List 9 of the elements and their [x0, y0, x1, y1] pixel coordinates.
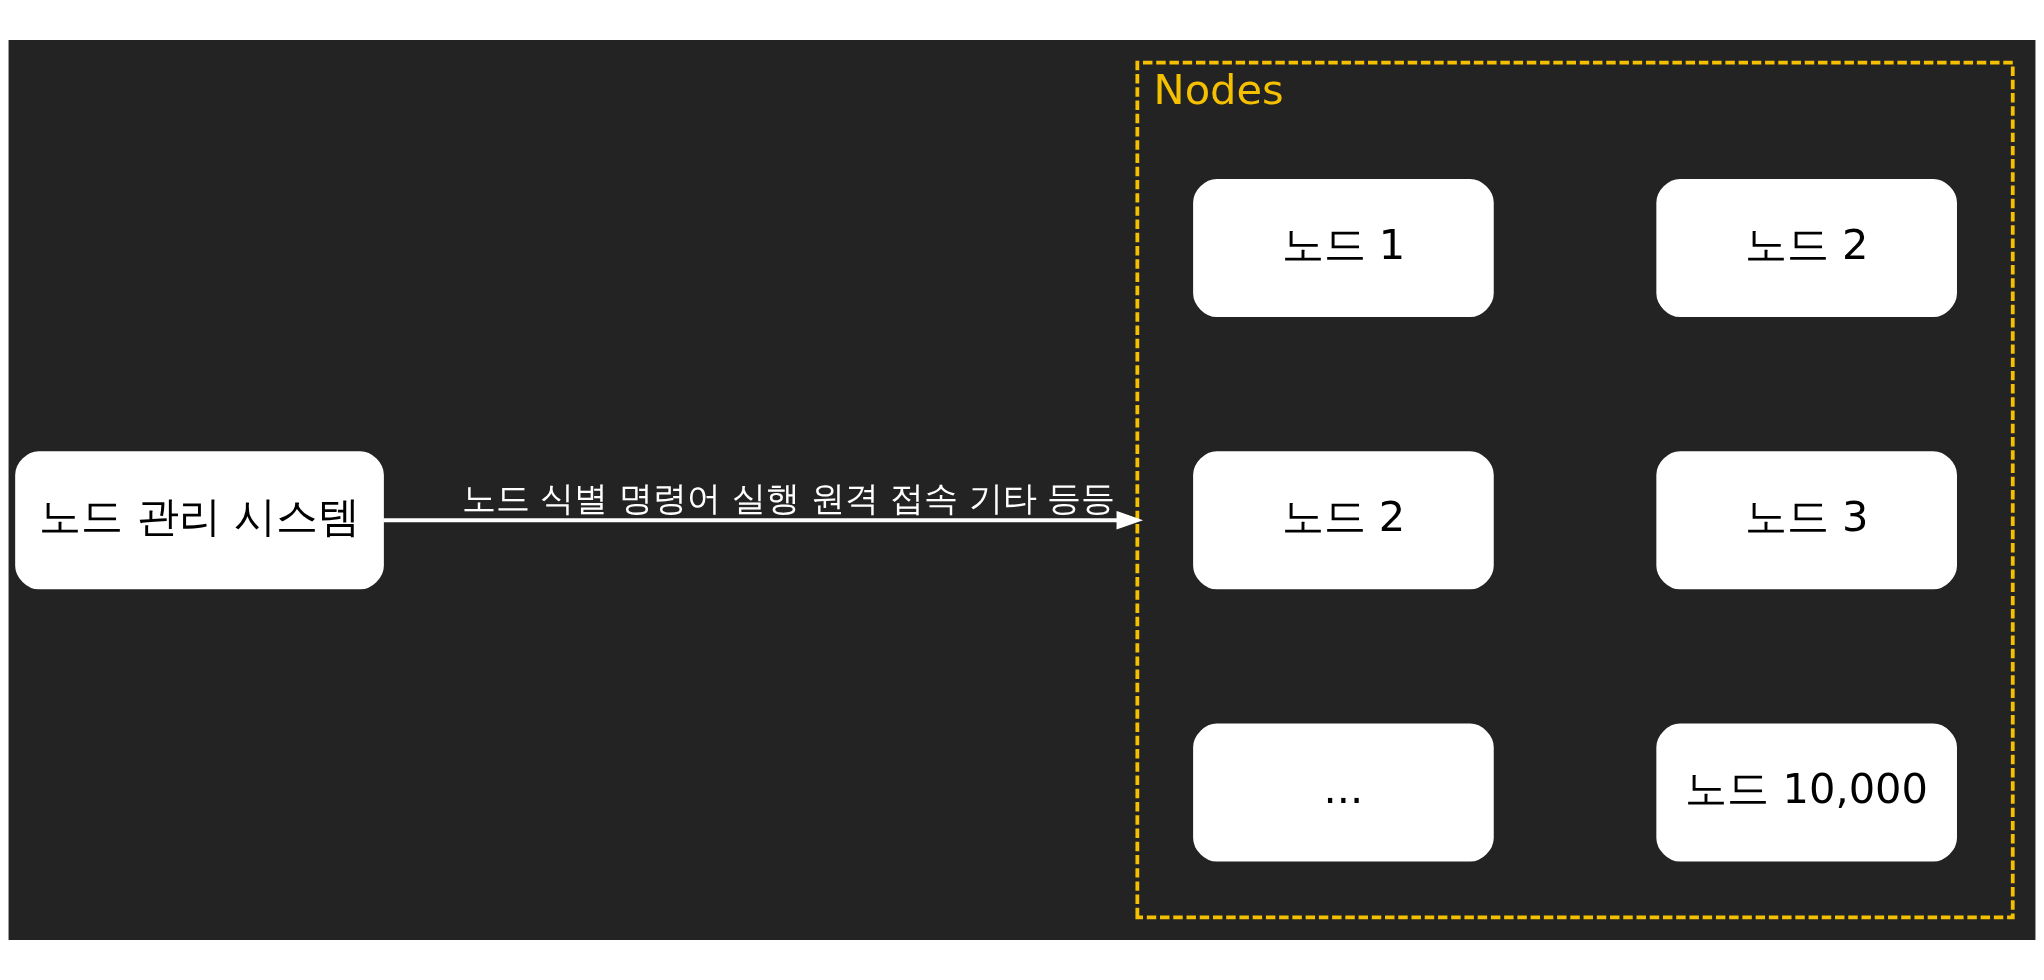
node-box: 노드 1 [1193, 178, 1494, 317]
node-box: 노드 3 [1656, 451, 1957, 590]
node-box: 노드 관리 시스템 [15, 451, 384, 590]
node-box: 노드 2 [1193, 451, 1494, 590]
arrow [383, 510, 1144, 530]
node-box: ... [1193, 723, 1494, 862]
node-box: 노드 10,000 [1656, 723, 1957, 862]
edge-label: 노드 식별 명령어 실행 원격 접속 기타 등등 [461, 477, 1116, 518]
node-box: 노드 2 [1656, 178, 1957, 317]
